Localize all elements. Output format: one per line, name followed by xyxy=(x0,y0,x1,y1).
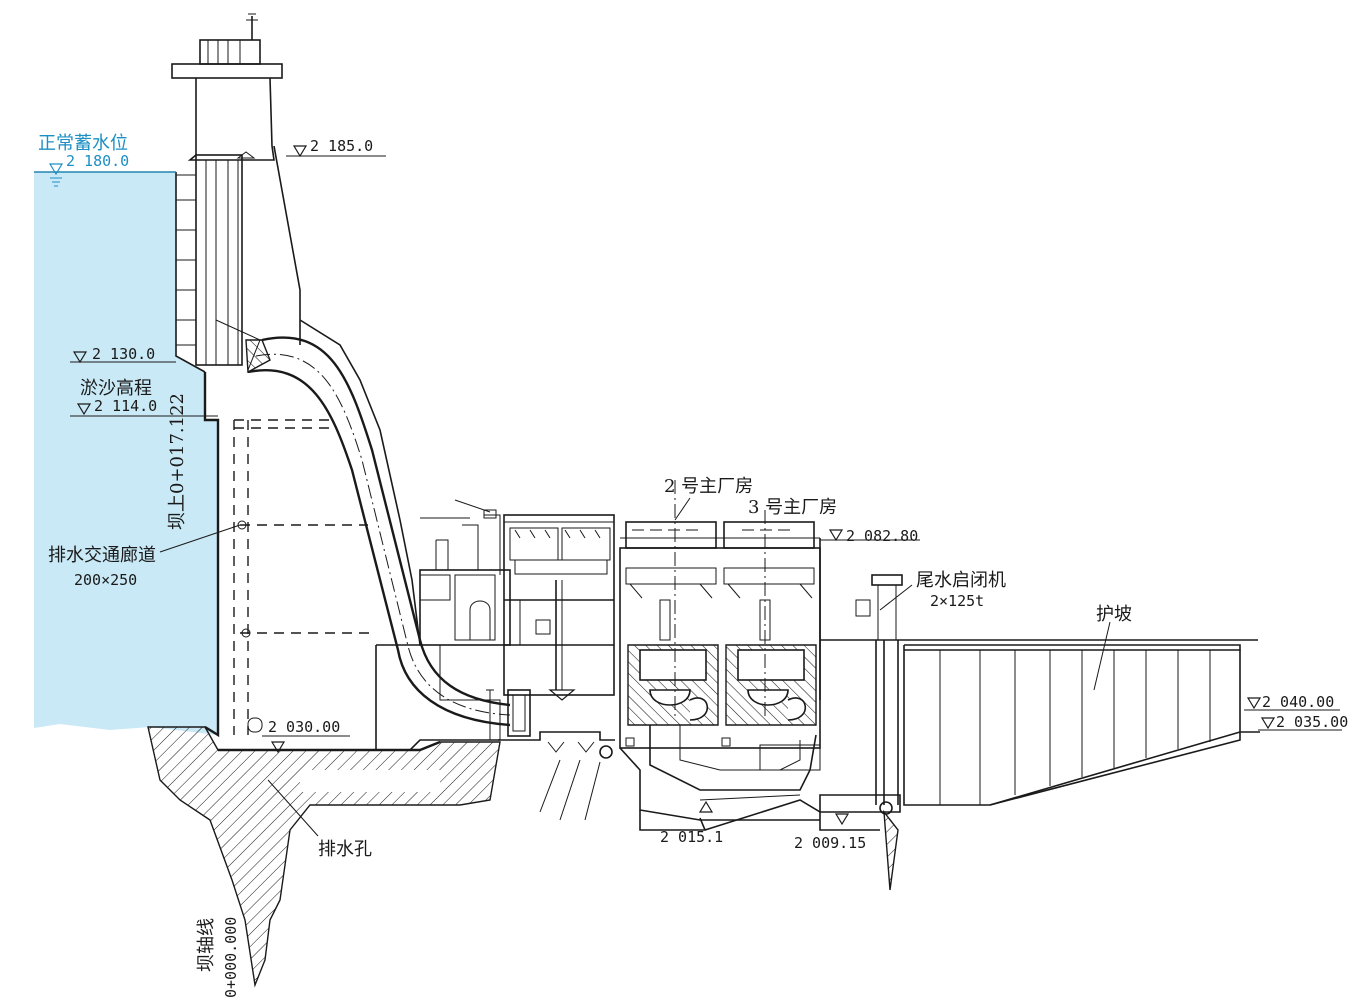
elevation-markers xyxy=(34,145,1342,826)
gallery-dashed-lines xyxy=(233,419,376,735)
auxiliary-building xyxy=(419,499,511,646)
powerhouse-left-block xyxy=(503,514,615,701)
hoist-capacity-label: 2×125t xyxy=(930,592,984,610)
normal-pool-elev-label: 2 180.0 xyxy=(66,152,129,170)
slope-protection-label: 护坡 xyxy=(1096,604,1132,625)
drain-hole-label: 排水孔 xyxy=(318,839,372,860)
dam-body xyxy=(203,372,441,752)
penstock xyxy=(245,336,511,727)
foundation-base xyxy=(539,759,880,831)
sediment-elev-label: 2 114.0 xyxy=(94,397,157,415)
crest-elev-label: 2 185.0 xyxy=(310,137,373,155)
main-powerhouse xyxy=(619,480,920,821)
elev-2015-label: 2 015.1 xyxy=(660,828,723,846)
leader-lines xyxy=(159,497,1111,837)
tail-slope xyxy=(820,639,1260,806)
dam-axis-label: 坝轴线 xyxy=(196,918,217,972)
tailrace-hoist-label: 尾水启闭机 xyxy=(916,570,1006,591)
elev-2035-label: 2 035.00 xyxy=(1276,713,1348,731)
dam-downstream-slope xyxy=(299,319,421,646)
sediment-level-label: 淤沙高程 xyxy=(80,378,152,399)
gallery-size-label: 200×250 xyxy=(74,571,137,589)
reservoir-water xyxy=(34,172,218,735)
elev-2130-label: 2 130.0 xyxy=(92,345,155,363)
powerhouse-3-label: 3 号主厂房 xyxy=(748,497,837,518)
elev-2082-label: 2 082.80 xyxy=(846,527,918,545)
intake-tower xyxy=(171,13,301,371)
lower-structures xyxy=(375,645,615,759)
powerhouse-2-label: 2 号主厂房 xyxy=(664,476,753,497)
dam-station-label: 坝上0+017.122 xyxy=(167,393,188,530)
normal-pool-level-label: 正常蓄水位 xyxy=(38,133,128,154)
tailrace-gate xyxy=(819,574,903,891)
drainage-gallery-label: 排水交通廊道 xyxy=(48,545,156,566)
dam-upstream-face xyxy=(175,172,206,373)
elev-2030-label: 2 030.00 xyxy=(268,718,340,736)
elev-2009-label: 2 009.15 xyxy=(794,834,866,852)
foundation-inner xyxy=(300,770,440,792)
dam-axis-station-label: 0+000.000 xyxy=(222,917,240,998)
elev-2040-label: 2 040.00 xyxy=(1262,693,1334,711)
